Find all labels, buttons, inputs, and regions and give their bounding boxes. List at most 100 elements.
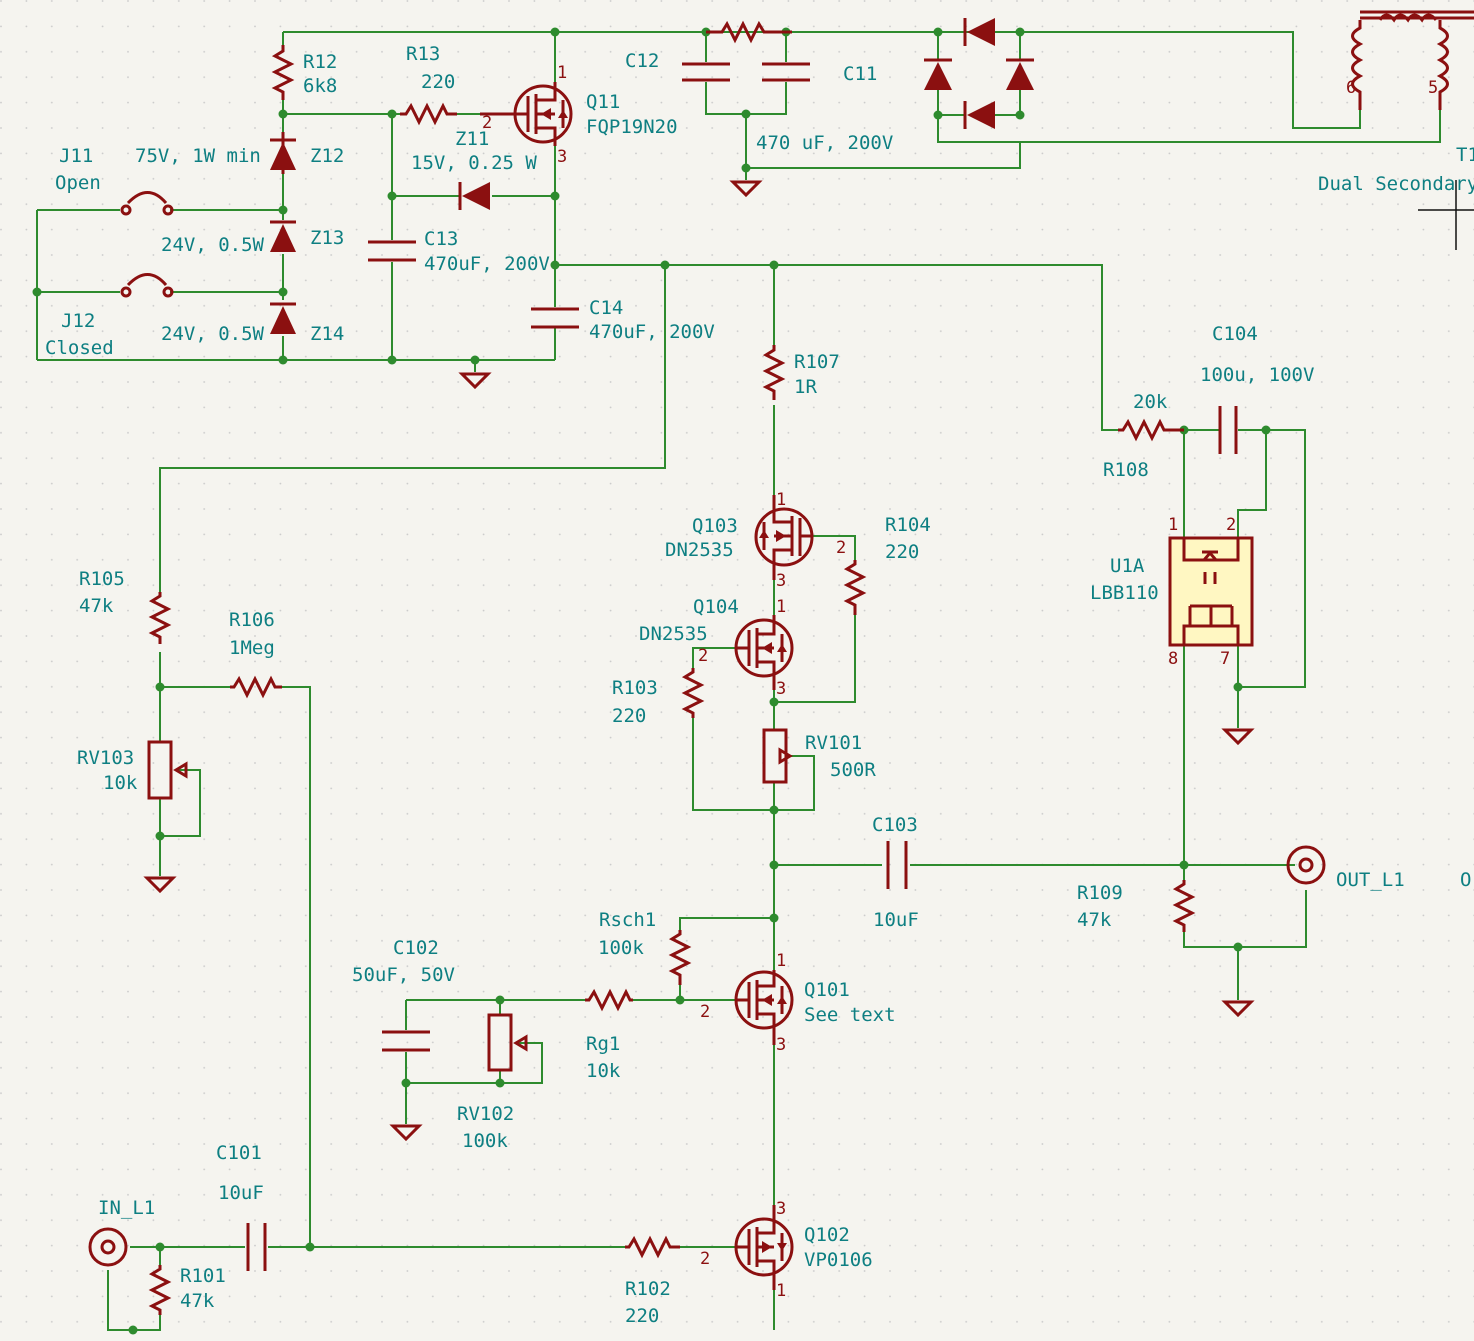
- label-q101-ref: Q101: [804, 979, 850, 1001]
- pin-q101-2: 2: [700, 1002, 710, 1022]
- label-z14-ref: Z14: [310, 323, 344, 345]
- capacitor-c12[interactable]: [682, 62, 730, 82]
- ground-symbol: [729, 180, 763, 198]
- label-c103-ref: C103: [872, 814, 918, 836]
- junctions: [32, 27, 1271, 1335]
- label-r108-val: 20k: [1133, 391, 1168, 413]
- resistor-r103[interactable]: [681, 668, 705, 718]
- label-j11-val: Open: [55, 172, 101, 194]
- label-c104-val: 100u, 100V: [1200, 364, 1314, 386]
- zener-z14[interactable]: [270, 302, 296, 334]
- pin-q11-2: 2: [482, 113, 492, 133]
- output-connector-out-l1[interactable]: [1286, 845, 1326, 885]
- transformer-t1[interactable]: [1351, 10, 1474, 110]
- label-j11-ref: J11: [59, 145, 93, 167]
- resistor-r105[interactable]: [148, 592, 172, 644]
- label-r105-ref: R105: [79, 568, 125, 590]
- label-c104-ref: C104: [1212, 323, 1258, 345]
- mosfet-q104[interactable]: [734, 615, 794, 690]
- resistor-rg1[interactable]: [585, 988, 633, 1012]
- zener-z13[interactable]: [270, 220, 296, 252]
- resistor-rsch1[interactable]: [668, 930, 692, 985]
- label-q103-val: DN2535: [665, 539, 734, 561]
- potentiometer-rv103[interactable]: [147, 740, 188, 800]
- label-rsch1-ref: Rsch1: [599, 909, 656, 931]
- pin-t1-5: 5: [1428, 78, 1438, 98]
- label-r109-val: 47k: [1077, 909, 1112, 931]
- pin-q103-1: 1: [776, 490, 786, 510]
- label-z12-val: 75V, 1W min: [135, 145, 261, 167]
- pin-u1-7: 7: [1220, 649, 1230, 669]
- mosfet-q101[interactable]: [734, 970, 794, 1045]
- pin-numbers: 1 2 3 6 5 1 2 3 1 2 3 1 2 8 7 1 2 3 3 2 …: [482, 63, 1438, 1301]
- label-r12-ref: R12: [303, 51, 337, 73]
- resistor-r12[interactable]: [271, 45, 295, 100]
- switch-j11[interactable]: [120, 191, 174, 216]
- pin-q102-3: 3: [776, 1199, 786, 1219]
- label-r108-ref: R108: [1103, 459, 1149, 481]
- label-j12-val: Closed: [45, 337, 114, 359]
- label-c102-ref: C102: [393, 937, 439, 959]
- potentiometer-rv102[interactable]: [487, 1013, 528, 1072]
- label-c11-ref: C11: [843, 63, 877, 85]
- potentiometer-rv101[interactable]: [762, 728, 793, 784]
- label-c13-ref: C13: [424, 228, 458, 250]
- zener-z12[interactable]: [270, 132, 296, 174]
- pin-q102-2: 2: [700, 1249, 710, 1269]
- ic-u1a[interactable]: [1168, 536, 1254, 647]
- pin-q104-1: 1: [776, 597, 786, 617]
- capacitor-c101[interactable]: [246, 1223, 267, 1271]
- component-labels: R12 6k8 R13 220 Q11 FQP19N20 C12 C11 470…: [45, 43, 1474, 1327]
- pin-q104-3: 3: [776, 679, 786, 699]
- switch-j12[interactable]: [120, 273, 174, 298]
- mosfet-q102[interactable]: [734, 1205, 794, 1290]
- label-q11-ref: Q11: [586, 91, 620, 113]
- label-c101-ref: C101: [216, 1142, 262, 1164]
- bridge-rectifier[interactable]: [924, 18, 1034, 129]
- label-r13-val: 220: [421, 71, 455, 93]
- label-r104-ref: R104: [885, 514, 931, 536]
- label-r103-val: 220: [612, 705, 646, 727]
- label-z12-ref: Z12: [310, 145, 344, 167]
- label-r12-val: 6k8: [303, 75, 337, 97]
- capacitor-c14[interactable]: [531, 307, 579, 329]
- label-rv103-ref: RV103: [77, 747, 134, 769]
- label-rg1-val: 10k: [586, 1060, 621, 1082]
- cursor-crosshair: [1418, 180, 1474, 250]
- pin-q103-3: 3: [776, 571, 786, 591]
- resistor-r101[interactable]: [148, 1265, 172, 1315]
- label-j12-ref: J12: [61, 310, 95, 332]
- label-r105-val: 47k: [79, 595, 114, 617]
- zener-z11[interactable]: [458, 182, 490, 210]
- resistor-r109[interactable]: [1172, 880, 1196, 932]
- mosfet-q11[interactable]: [480, 82, 573, 146]
- resistor-r104[interactable]: [843, 560, 867, 615]
- resistor-r106[interactable]: [230, 675, 282, 699]
- resistor-r108[interactable]: [1118, 418, 1184, 442]
- label-t1-ref: T1: [1456, 144, 1474, 166]
- resistor-top[interactable]: [706, 20, 792, 44]
- label-r101-ref: R101: [180, 1265, 226, 1287]
- capacitor-c11[interactable]: [762, 62, 810, 82]
- capacitor-c102[interactable]: [382, 1030, 430, 1052]
- capacitor-c13[interactable]: [368, 240, 416, 262]
- label-rv102-val: 100k: [462, 1130, 508, 1152]
- ground-symbol: [1221, 1000, 1255, 1018]
- label-z11-val: 15V, 0.25 W: [411, 152, 537, 174]
- label-c14-val: 470uF, 200V: [589, 321, 715, 343]
- ground-symbol: [143, 876, 177, 894]
- mosfet-q103[interactable]: [754, 495, 814, 580]
- label-c13-val: 470uF, 200V: [424, 253, 550, 275]
- resistor-r13[interactable]: [400, 102, 457, 126]
- pin-q101-3: 3: [776, 1035, 786, 1055]
- label-q104-ref: Q104: [693, 596, 739, 618]
- label-c103-val: 10uF: [873, 909, 919, 931]
- capacitor-c103[interactable]: [886, 841, 908, 889]
- label-u1a-val: LBB110: [1090, 582, 1159, 604]
- resistor-r107[interactable]: [762, 345, 786, 400]
- input-connector-in-l1[interactable]: [88, 1227, 128, 1267]
- resistor-r102[interactable]: [625, 1235, 680, 1259]
- label-out-ref: OUT_L1: [1336, 869, 1405, 891]
- capacitor-c104[interactable]: [1218, 406, 1238, 454]
